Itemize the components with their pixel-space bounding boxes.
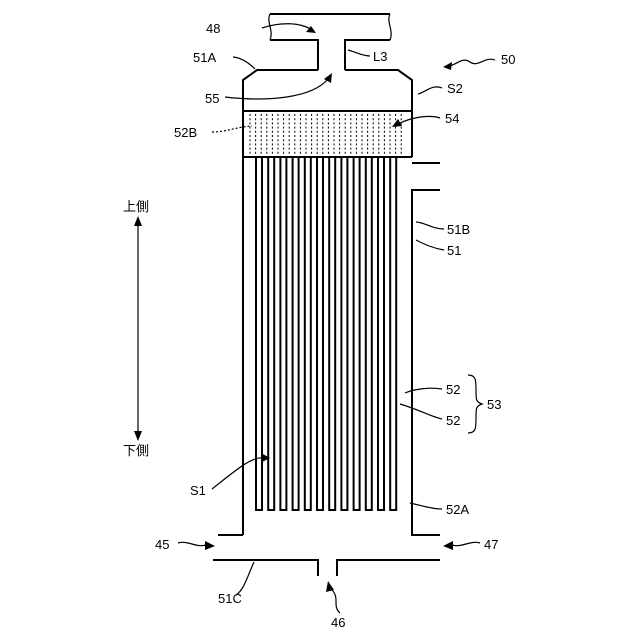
label-51C: 51C [218, 591, 242, 606]
hollow-fiber [317, 157, 323, 510]
hollow-fiber [390, 157, 396, 510]
label-52-lower: 52 [446, 413, 460, 428]
label-47: 47 [484, 537, 498, 552]
label-51: 51 [447, 243, 461, 258]
label-S2: S2 [447, 81, 463, 96]
hollow-fiber [329, 157, 335, 510]
hollow-fiber [256, 157, 262, 510]
label-48: 48 [206, 21, 220, 36]
hollow-fiber [268, 157, 274, 510]
hollow-fiber [293, 157, 299, 510]
label-L3: L3 [373, 49, 387, 64]
hollow-fiber-bundle [256, 157, 396, 510]
label-55: 55 [205, 91, 219, 106]
upper-housing [243, 70, 412, 157]
hollow-fiber [305, 157, 311, 510]
label-54: 54 [445, 111, 459, 126]
label-53: 53 [487, 397, 501, 412]
hollow-fiber [378, 157, 384, 510]
hollow-fiber [366, 157, 372, 510]
label-52B: 52B [174, 125, 197, 140]
label-51A: 51A [193, 50, 216, 65]
hollow-fiber [280, 157, 286, 510]
label-50: 50 [501, 52, 515, 67]
hollow-fiber [341, 157, 347, 510]
label-51B: 51B [447, 222, 470, 237]
label-45: 45 [155, 537, 169, 552]
filter-layer [243, 111, 412, 157]
label-52A: 52A [446, 502, 469, 517]
bottom-housing [213, 560, 440, 576]
vertical-direction-arrow [134, 216, 142, 441]
label-52-upper: 52 [446, 382, 460, 397]
label-upper-side: 上側 [123, 199, 149, 214]
label-S1: S1 [190, 483, 206, 498]
reference-labels: 48 51A L3 50 S2 55 54 52B 上側 51B 51 52 5… [123, 21, 515, 630]
label-46: 46 [331, 615, 345, 630]
hollow-fiber [354, 157, 360, 510]
label-lower-side: 下側 [123, 443, 149, 458]
